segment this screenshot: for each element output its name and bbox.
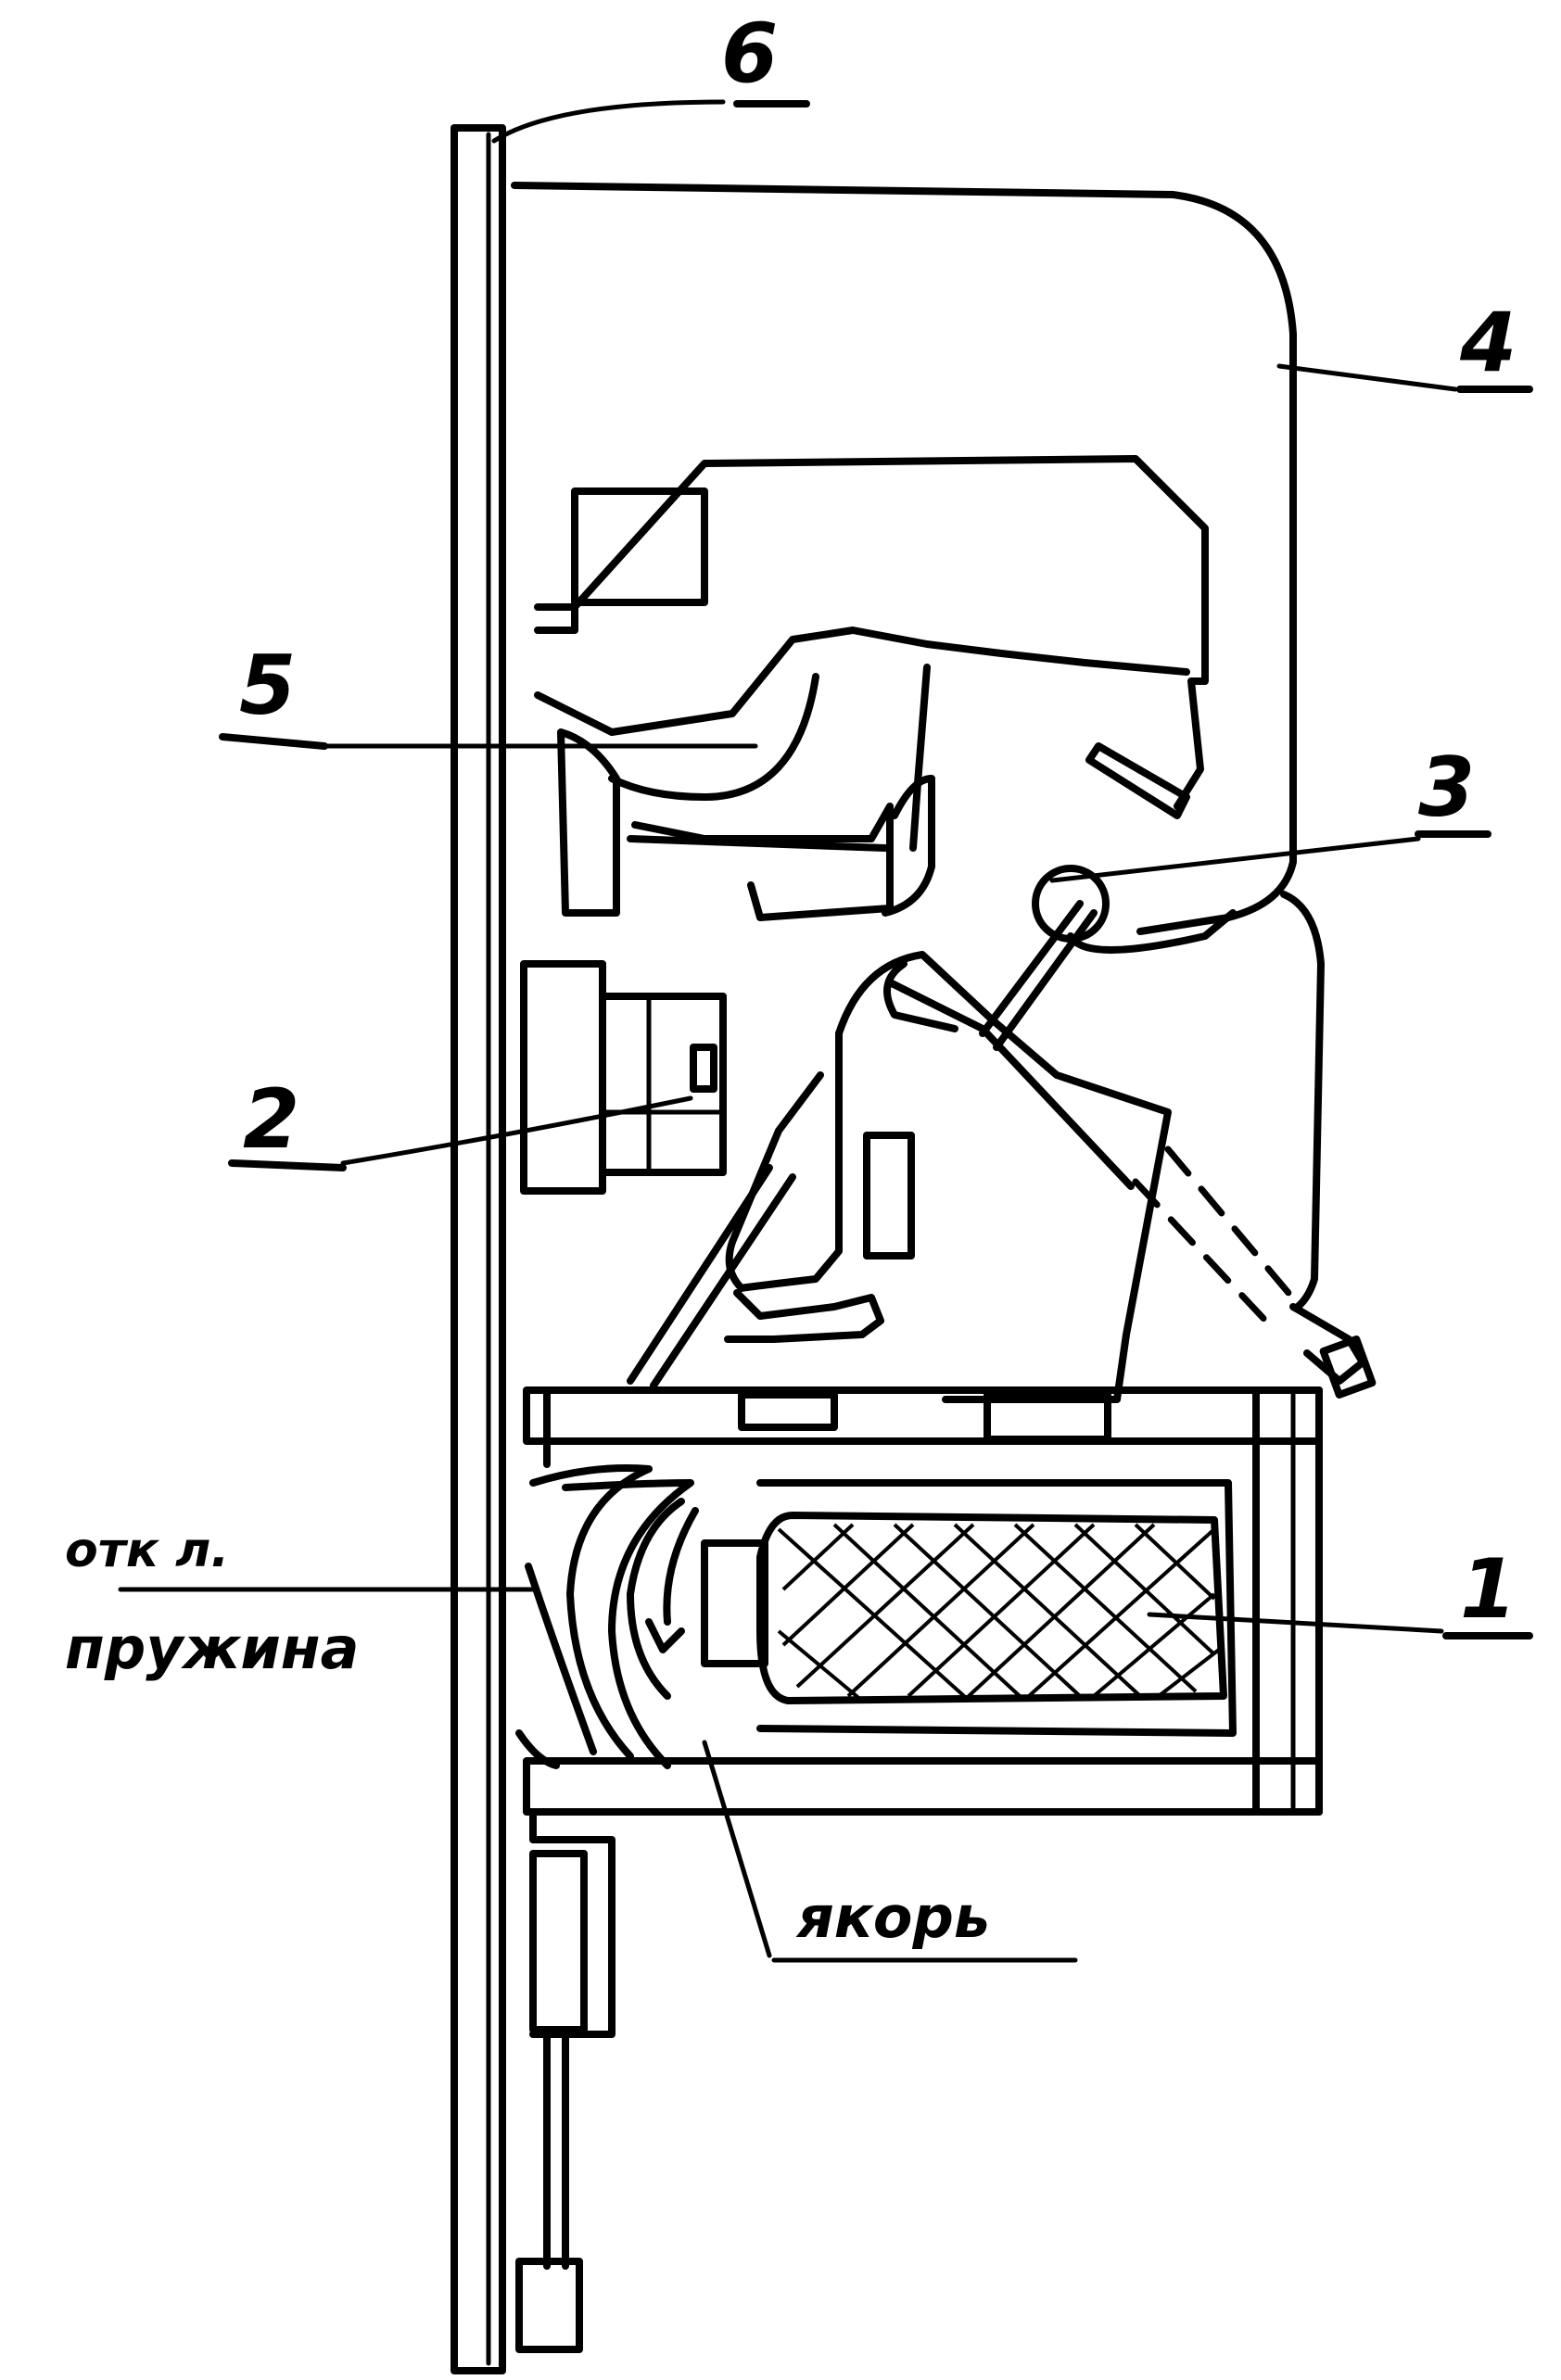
coil-hatching bbox=[777, 1523, 1221, 1703]
housing-cover bbox=[511, 182, 1325, 1310]
lower-terminals bbox=[515, 1808, 616, 2353]
label-6: 6 bbox=[721, 6, 778, 101]
label-2: 2 bbox=[243, 1071, 299, 1167]
label-3: 3 bbox=[1418, 740, 1475, 835]
lever-assembly bbox=[557, 664, 935, 921]
leader-armature bbox=[702, 1740, 772, 1958]
label-otkl: отк л. bbox=[65, 1523, 229, 1578]
mounting-panel bbox=[451, 124, 506, 2374]
latch-lever bbox=[979, 742, 1237, 1051]
underline-2 bbox=[228, 1159, 347, 1171]
leader-6 bbox=[491, 99, 726, 144]
coil bbox=[701, 1479, 1237, 1737]
leader-4 bbox=[1276, 363, 1458, 392]
leader-lines bbox=[118, 99, 1533, 1963]
bracket bbox=[520, 960, 727, 1195]
leader-3 bbox=[1049, 836, 1421, 883]
label-pruzhina: пружина bbox=[65, 1614, 359, 1682]
armature-body bbox=[627, 951, 1172, 1403]
label-4: 4 bbox=[1459, 295, 1517, 390]
label-yakor: якорь bbox=[795, 1883, 990, 1951]
spring-link bbox=[1132, 1146, 1377, 1399]
leader-1 bbox=[1147, 1612, 1444, 1634]
upper-block bbox=[534, 455, 1209, 810]
callout-labels: 6 4 5 3 2 1 отк л. пружина якорь bbox=[65, 6, 1517, 1951]
label-1: 1 bbox=[1460, 1541, 1517, 1637]
leader-2 bbox=[340, 1095, 693, 1166]
label-5: 5 bbox=[239, 638, 296, 733]
trip-spring bbox=[515, 1464, 699, 1769]
magnet-frame bbox=[523, 1386, 1323, 1816]
underline-5 bbox=[219, 733, 328, 750]
